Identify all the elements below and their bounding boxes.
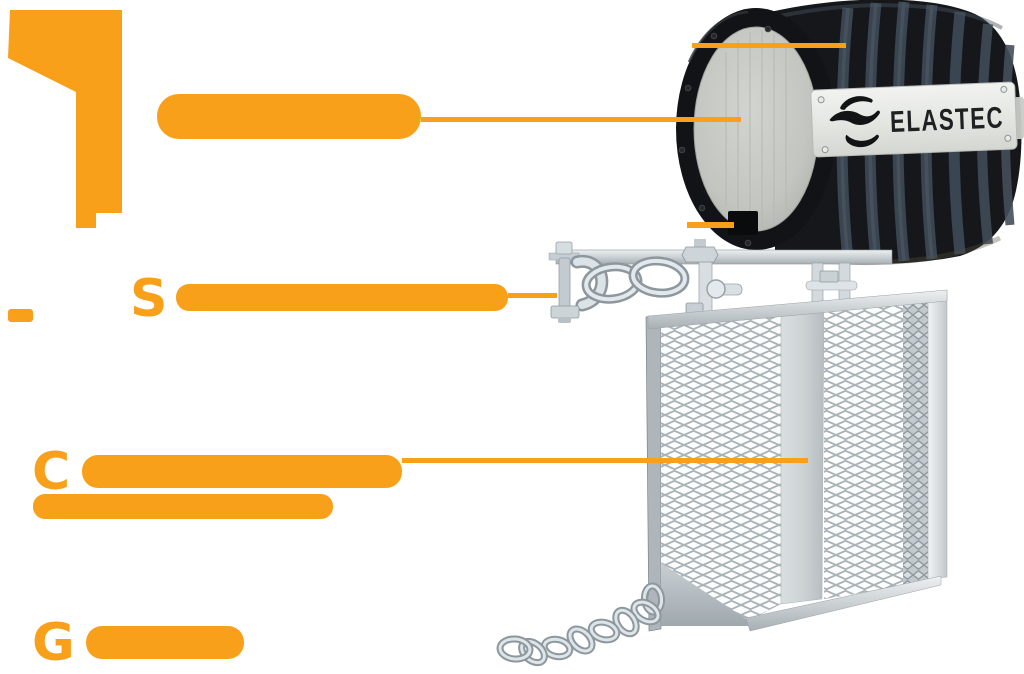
label-block-drum-face <box>157 94 421 139</box>
label-fragment-left <box>8 309 33 322</box>
brand-plate: ELASTEC <box>810 81 1018 158</box>
pointer-drum-ribs <box>692 43 846 48</box>
cage-side-face <box>903 297 928 586</box>
label-initial-c: C <box>32 442 70 502</box>
rim-highlight <box>687 10 749 63</box>
cage-mesh-left <box>661 314 781 621</box>
headline-block <box>8 10 122 228</box>
pointer-cage <box>402 458 808 463</box>
support-bar <box>555 249 893 265</box>
label-block-cage-line2 <box>33 494 333 519</box>
cage-mesh-right <box>824 304 903 599</box>
label-initial-s: S <box>130 269 167 329</box>
cage-right-edge <box>927 289 948 580</box>
face-brush-streaks <box>725 30 787 228</box>
pointer-drum-face <box>421 117 741 122</box>
face-disc <box>693 26 819 232</box>
rim-bolts <box>678 25 772 247</box>
bottom-chain <box>496 582 666 667</box>
drum-face <box>676 8 836 250</box>
label-block-chain <box>86 626 244 659</box>
pointer-shackle-chain <box>508 293 557 298</box>
left-shackle <box>548 241 609 323</box>
float-port-notch <box>728 211 758 235</box>
brand-logo-text: ELASTEC <box>889 101 1004 139</box>
cage-top-rail <box>647 289 948 330</box>
cage-bottom-rail <box>745 575 942 632</box>
plate-screws <box>817 85 1012 154</box>
callout-overlay: S C G <box>8 10 846 673</box>
drum-top-sheen <box>779 3 1003 30</box>
label-block-shackle <box>176 284 508 311</box>
elastec-swirl-icon <box>829 96 880 148</box>
debris-cage <box>645 289 948 632</box>
clevis-bracket <box>681 239 743 317</box>
cage-corner-plate <box>661 563 757 626</box>
cage-divider-strip <box>780 309 825 605</box>
mounting-hardware <box>548 239 893 323</box>
top-chain-links <box>581 256 690 304</box>
label-initial-g: G <box>32 613 75 673</box>
label-block-cage-line1 <box>82 455 402 488</box>
pointer-float-port <box>687 222 734 228</box>
